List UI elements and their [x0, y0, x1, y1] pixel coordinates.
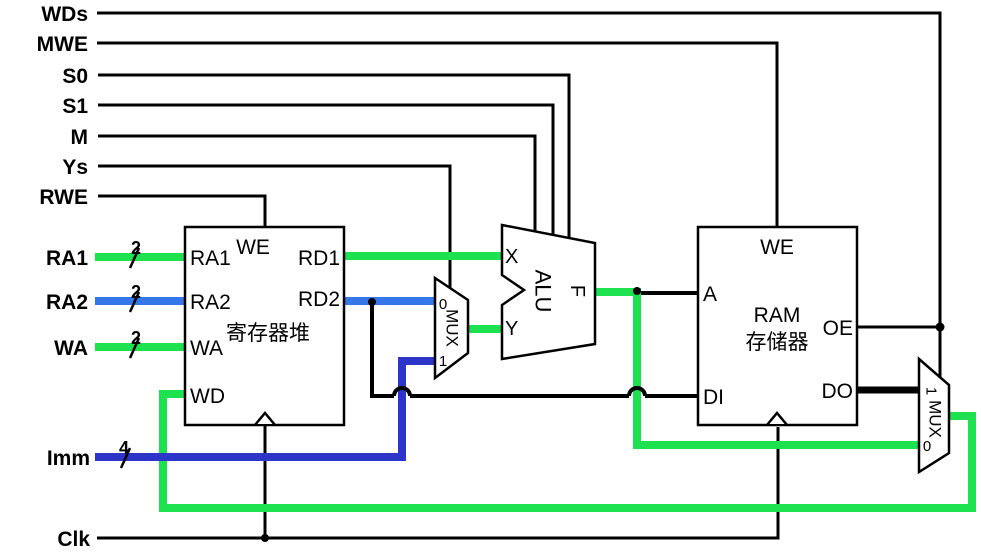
s1-wire: [98, 103, 555, 236]
mux-right-shape: [917, 356, 951, 475]
signal-label-ys: Ys: [62, 156, 88, 179]
ram-port-di: DI: [703, 386, 724, 409]
ram-block: [696, 225, 859, 427]
signal-label-ra2: RA2: [46, 291, 88, 314]
regfile-port-rd1: RD1: [298, 247, 340, 270]
mwe-wire: [97, 41, 779, 227]
mux-right-input1-label: 1: [923, 387, 940, 395]
ram-port-we: WE: [760, 236, 794, 259]
signal-label-wds: WDs: [41, 3, 88, 26]
signal-label-rwe: RWE: [39, 186, 88, 209]
mux-left-label: MUX: [443, 309, 462, 347]
clk-wire: [97, 427, 780, 540]
bus-width-tick-wa: [128, 337, 141, 359]
f-to-mux0-wire: [594, 288, 920, 449]
signal-label-mwe: MWE: [37, 33, 88, 56]
m-wire: [98, 134, 537, 233]
rwe-wire: [98, 194, 267, 227]
bus-width-tick-ra1: [128, 247, 141, 269]
s0-wire: [98, 73, 571, 239]
mux-left-input1-label: 1: [439, 353, 447, 370]
bus-width-ra1: 2: [131, 238, 141, 258]
alu-port-x: X: [505, 246, 518, 268]
ram-clock-triangle-fill: [767, 412, 787, 424]
signal-label-wa: WA: [54, 337, 88, 360]
signal-label-ra1: RA1: [46, 247, 88, 270]
f-branch-dot: [633, 287, 641, 295]
mux-left-input0-label: 0: [439, 296, 447, 313]
alu-shape: [500, 223, 597, 361]
wds-wire: [97, 11, 942, 377]
ram-subtitle: 存储器: [746, 331, 809, 354]
mux-right-label: MUX: [926, 400, 945, 438]
signal-label-s0: S0: [62, 65, 88, 88]
mux-right-input0-label: 0: [923, 438, 931, 455]
rd2-to-di-wire: [370, 301, 698, 398]
signal-label-imm: Imm: [47, 447, 90, 470]
mux-left-shape: [433, 275, 470, 381]
ram-clock-triangle: [766, 411, 788, 426]
signal-label-clk: Clk: [57, 528, 90, 551]
bus-width-tick-imm: [119, 447, 132, 469]
regfile-port-we: WE: [236, 236, 270, 259]
hop-arc-over-f: [627, 386, 647, 397]
rd2-branch-dot: [368, 298, 376, 306]
ram-port-do: DO: [822, 380, 854, 403]
regfile-port-rd2: RD2: [298, 288, 340, 311]
alu-port-f: F: [566, 285, 588, 297]
oe-junction-dot: [935, 322, 945, 332]
alu-port-y: Y: [505, 318, 518, 340]
bus-width-wa: 2: [131, 328, 141, 348]
regfile-port-ra2: RA2: [190, 291, 231, 314]
regfile-clock-triangle: [254, 411, 276, 426]
signal-label-s1: S1: [62, 95, 88, 118]
regfile-port-ra1: RA1: [190, 247, 231, 270]
clk-junction-dot: [261, 534, 269, 542]
regfile-port-wa: WA: [190, 337, 223, 360]
imm-to-mux1-wire: [95, 357, 437, 461]
bus-width-tick-ra2: [128, 291, 141, 313]
alu-label: ALU: [531, 270, 556, 313]
bus-width-ra2: 2: [131, 282, 141, 302]
mux-to-wd-feedback-wire: [159, 390, 976, 512]
regfile-port-wd: WD: [190, 385, 225, 408]
bus-width-imm: 4: [119, 438, 129, 458]
hop-arc-over-imm: [392, 386, 412, 397]
ram-port-oe: OE: [823, 317, 853, 340]
regfile-clock-triangle-fill: [255, 412, 275, 424]
ram-title: RAM: [754, 304, 801, 327]
regfile-title: 寄存器堆: [226, 322, 310, 345]
ys-wire: [98, 164, 452, 290]
regfile-block: [183, 225, 346, 427]
signal-label-m: M: [71, 126, 89, 149]
ram-port-a: A: [703, 283, 717, 306]
